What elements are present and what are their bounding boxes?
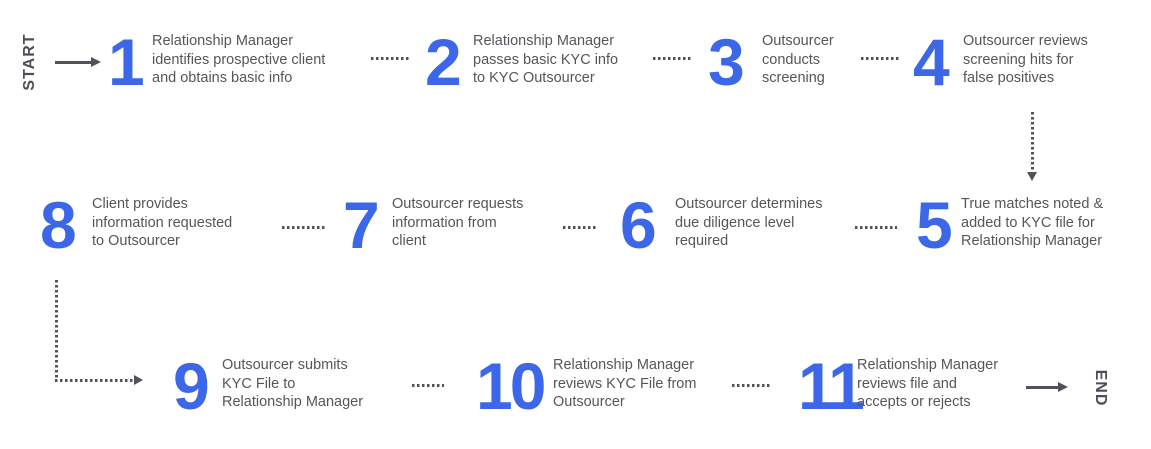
step-text-line: client [392,233,426,249]
connector-7-8-dotted-line [282,226,326,229]
step-text-line: and obtains basic info [152,70,293,86]
step-text-line: information from [392,214,497,231]
connector-9-10-dotted-line [412,384,444,387]
step-5-number: 5 [916,188,953,262]
start-arrow-icon [55,57,101,66]
step-text-line: identifies prospective client [152,51,326,68]
connector-8-9-dotted-elbow-horizontal [55,379,135,382]
step-text-line: information requested [92,214,233,231]
step-text-line: Relationship Manager [222,394,364,410]
step-text-line: KYC File to [222,375,296,392]
step-7-number: 7 [343,188,380,262]
step-text-line: required [675,233,729,249]
step-text-line: false positives [963,70,1055,86]
connector-1-2-dotted-line [371,57,409,60]
step-text-line: conducts [762,51,821,68]
step-text-line: to Outsourcer [92,233,180,249]
step-10-number: 10 [476,349,546,423]
connector-5-6-dotted-line [855,226,897,229]
step-1-text: Relationship Manager identifies prospect… [152,32,325,88]
connector-2-3-dotted-line [653,57,691,60]
connector-4-5-dotted-down-arrow [1031,112,1034,172]
step-text-line: Outsourcer requests [392,196,524,212]
start-label: START [21,33,38,91]
connector-8-9-dotted-elbow-vertical [55,280,58,380]
step-5-text: True matches noted & added to KYC file f… [961,195,1103,251]
connector-3-4-dotted-line [861,57,899,60]
step-text-line: passes basic KYC info [473,51,619,68]
step-2-number: 2 [425,25,462,99]
step-4-number: 4 [913,25,950,99]
connector-10-11-dotted-line [732,384,772,387]
connector-6-7-dotted-line [563,226,597,229]
step-11-text: Relationship Manager reviews file and ac… [857,356,998,412]
step-text-line: Relationship Manager [473,33,615,49]
step-text-line: Outsourcer determines [675,196,823,212]
end-arrow-icon [1026,382,1068,391]
step-text-line: Client provides [92,196,188,212]
step-8-number: 8 [40,188,77,262]
step-text-line: Outsourcer submits [222,357,348,373]
down-arrowhead-icon [1027,172,1037,181]
step-text-line: True matches noted & [961,196,1104,212]
step-7-text: Outsourcer requests information from cli… [392,195,523,251]
step-11-number: 11 [798,349,865,423]
step-9-number: 9 [173,349,210,423]
step-text-line: Outsourcer [553,394,625,410]
step-text-line: Relationship Manager [553,357,695,373]
step-text-line: Outsourcer [762,33,834,49]
step-text-line: accepts or rejects [857,394,971,410]
step-6-number: 6 [620,188,657,262]
right-arrowhead-icon [134,374,143,385]
step-10-text: Relationship Manager reviews KYC File fr… [553,356,696,412]
step-text-line: Relationship Manager [961,233,1103,249]
step-text-line: Relationship Manager [152,33,294,49]
step-3-text: Outsourcer conducts screening [762,32,834,88]
step-text-line: screening hits for [963,51,1074,68]
step-text-line: Relationship Manager [857,357,999,373]
step-4-text: Outsourcer reviews screening hits for fa… [963,32,1088,88]
step-text-line: reviews KYC File from [553,375,697,392]
end-label: END [1092,369,1109,407]
step-text-line: to KYC Outsourcer [473,70,595,86]
step-text-line: screening [762,70,825,86]
step-text-line: Outsourcer reviews [963,33,1088,49]
step-text-line: added to KYC file for [961,214,1095,231]
step-3-number: 3 [708,25,745,99]
step-text-line: reviews file and [857,375,957,392]
step-8-text: Client provides information requested to… [92,195,232,251]
step-6-text: Outsourcer determines due diligence leve… [675,195,822,251]
step-9-text: Outsourcer submits KYC File to Relations… [222,356,363,412]
step-text-line: due diligence level [675,214,795,231]
step-2-text: Relationship Manager passes basic KYC in… [473,32,618,88]
step-1-number: 1 [108,25,145,99]
